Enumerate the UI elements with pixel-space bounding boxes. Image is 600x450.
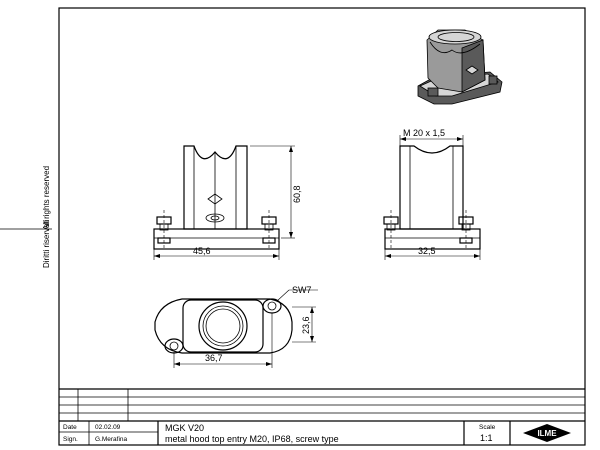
copyright-note: All rights reserved Diritti riservati xyxy=(0,166,52,268)
side-view xyxy=(383,135,481,260)
title-block: ILME xyxy=(59,388,585,445)
sign-value: G.Merafina xyxy=(95,436,128,443)
scale-value: 1:1 xyxy=(480,433,493,443)
dim-front-width: 45,6 xyxy=(193,246,211,256)
sign-label: Sign. xyxy=(63,436,78,443)
front-view xyxy=(153,145,295,260)
top-view xyxy=(154,289,318,368)
copyright-line-2: Diritti riservati xyxy=(42,219,51,268)
dim-top-width: 36,7 xyxy=(205,353,223,363)
copyright-line-1: All rights reserved xyxy=(42,166,51,230)
scale-label: Scale xyxy=(479,424,496,431)
ilme-logo: ILME xyxy=(523,424,571,442)
date-value: 02.02.09 xyxy=(95,424,121,431)
isometric-view xyxy=(417,29,503,105)
product-code: MGK V20 xyxy=(165,423,204,433)
dim-top-wrench: SW7 xyxy=(292,285,312,295)
drawing-frame xyxy=(58,7,586,446)
date-label: Date xyxy=(63,424,77,431)
dim-front-height: 60,8 xyxy=(292,185,302,203)
dim-side-width: 32,5 xyxy=(418,246,436,256)
dim-side-thread: M 20 x 1,5 xyxy=(403,128,445,138)
product-description: metal hood top entry M20, IP68, screw ty… xyxy=(165,434,339,444)
svg-text:ILME: ILME xyxy=(537,429,557,438)
dim-top-height: 23,6 xyxy=(301,316,311,334)
